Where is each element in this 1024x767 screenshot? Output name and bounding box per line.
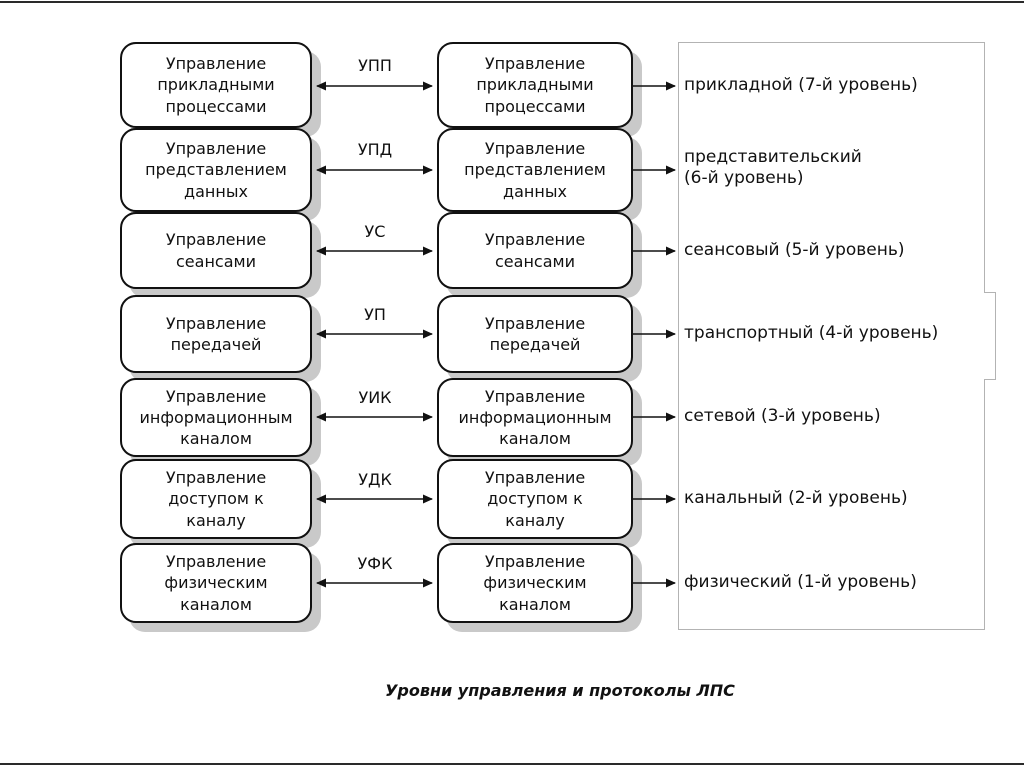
level-label-7: прикладной (7-й уровень) [684,75,918,95]
left-box-application: Управление прикладными процессами [120,42,312,128]
middle-box-session: Управление сеансами [437,212,633,289]
left-box-datalink: Управление доступом к каналу [120,459,312,539]
protocol-label-udk: УДК [358,470,392,489]
left-box-session: Управление сеансами [120,212,312,289]
level-label-4: транспортный (4-й уровень) [684,323,939,343]
left-box-network: Управление информационным каналом [120,378,312,457]
level-label-3: сетевой (3-й уровень) [684,406,881,426]
middle-box-transport: Управление передачей [437,295,633,373]
level-label-6: представительский (6-й уровень) [684,147,862,188]
left-box-physical: Управление физическим каналом [120,543,312,623]
slide-bottom-border [0,763,1024,765]
protocol-label-us: УС [364,222,386,241]
middle-box-application: Управление прикладными процессами [437,42,633,128]
protocol-label-up: УП [364,305,386,324]
left-box-transport: Управление передачей [120,295,312,373]
protocol-label-upd: УПД [357,140,393,159]
middle-box-presentation: Управление представлением данных [437,128,633,212]
level-label-2: канальный (2-й уровень) [684,488,908,508]
protocol-label-uik: УИК [358,388,392,407]
protocol-label-upp: УПП [358,56,392,75]
middle-box-physical: Управление физическим каналом [437,543,633,623]
diagram-caption: Уровни управления и протоколы ЛПС [385,681,735,700]
middle-box-network: Управление информационным каналом [437,378,633,457]
levels-frame-notch [984,292,996,380]
protocol-label-ufk: УФК [357,554,393,573]
middle-box-datalink: Управление доступом к каналу [437,459,633,539]
level-label-1: физический (1-й уровень) [684,572,917,592]
level-label-5: сеансовый (5-й уровень) [684,240,905,260]
slide-top-border [0,1,1024,3]
left-box-presentation: Управление представлением данных [120,128,312,212]
